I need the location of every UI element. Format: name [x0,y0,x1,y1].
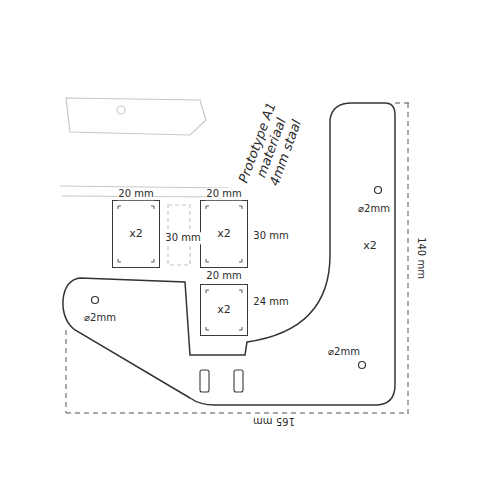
hole-diameter: ⌀2mm [83,312,117,324]
dimension-text: 20 mm [205,270,242,282]
plate-part: x2 [200,200,248,268]
quantity-mark: x2 [217,304,231,316]
drill-hole [92,297,99,304]
material-note: Prototype A1 materiaal 4mm staal [235,96,309,200]
dimension-line [66,103,410,414]
hole-diameter: ⌀2mm [327,346,361,358]
hole-diameter: ⌀2mm [357,203,391,215]
dimension-text: 20 mm [117,188,154,200]
quantity-mark: x2 [129,228,143,240]
corner-mark [239,327,242,330]
corner-mark [118,206,121,209]
dimension-text: 30 mm [164,232,201,244]
dimension-text: 140 mm [415,236,427,280]
corner-mark [206,327,209,330]
drill-hole [375,187,382,194]
drill-hole [359,362,366,369]
corner-mark [239,259,242,262]
corner-mark [151,259,154,262]
dimension-text: 165 mm [252,415,296,427]
corner-mark [206,259,209,262]
plate-part: x2 [112,200,160,268]
bracket-outline [55,95,405,415]
dimension-text: 24 mm [252,296,289,308]
dimension-text: 30 mm [252,230,289,242]
plate-part: x2 [200,284,248,336]
corner-mark [206,206,209,209]
corner-mark [118,259,121,262]
bracket-part: x2 [55,95,405,415]
dimension-text: 20 mm [205,188,242,200]
corner-mark [239,290,242,293]
corner-mark [206,290,209,293]
part-outline [63,103,395,405]
corner-mark [239,206,242,209]
quantity-mark: x2 [363,240,377,252]
quantity-mark: x2 [217,228,231,240]
slot [200,370,243,392]
faint-part [60,98,228,265]
corner-mark [151,206,154,209]
